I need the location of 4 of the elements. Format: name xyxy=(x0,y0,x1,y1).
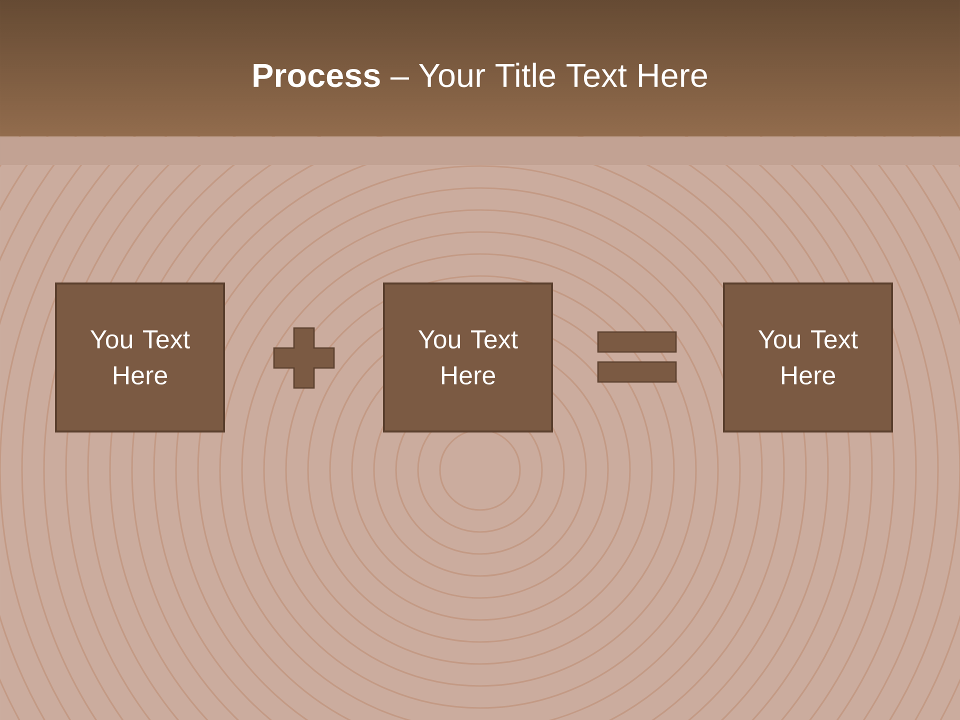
process-box: You Text Here xyxy=(383,282,553,432)
process-box: You Text Here xyxy=(723,282,893,432)
title: Process – Your Title Text Here xyxy=(254,62,707,88)
process-box: You Text Here xyxy=(55,282,225,432)
